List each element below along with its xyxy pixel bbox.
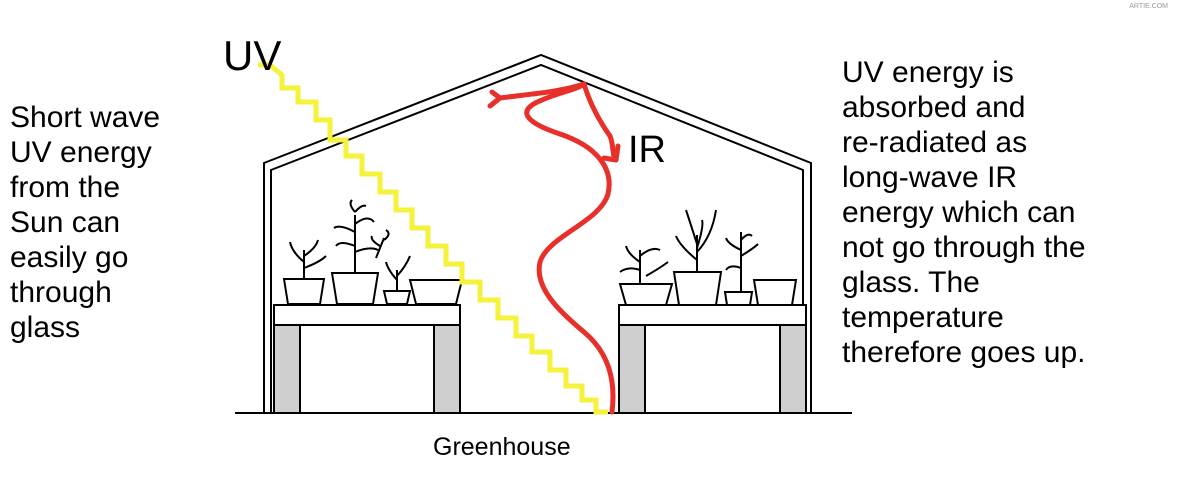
greenhouse-inner-wall xyxy=(270,63,804,413)
right-table xyxy=(618,304,807,414)
left-table xyxy=(273,304,461,414)
watermark: ARTIE.COM xyxy=(1129,3,1168,10)
left-plants xyxy=(282,199,464,305)
greenhouse-outer-wall xyxy=(263,53,812,413)
greenhouse-caption: Greenhouse xyxy=(433,433,571,461)
right-plants xyxy=(618,209,798,306)
uv-ray-label: UV xyxy=(223,32,281,79)
ir-ray xyxy=(487,81,621,415)
uv-ray xyxy=(258,62,608,415)
ir-ray-label: IR xyxy=(628,129,666,171)
uv-explanation-text: Short wave UV energy from the Sun can ea… xyxy=(10,101,161,344)
ir-explanation-text: UV energy is absorbed and re-radiated as… xyxy=(842,56,1086,369)
